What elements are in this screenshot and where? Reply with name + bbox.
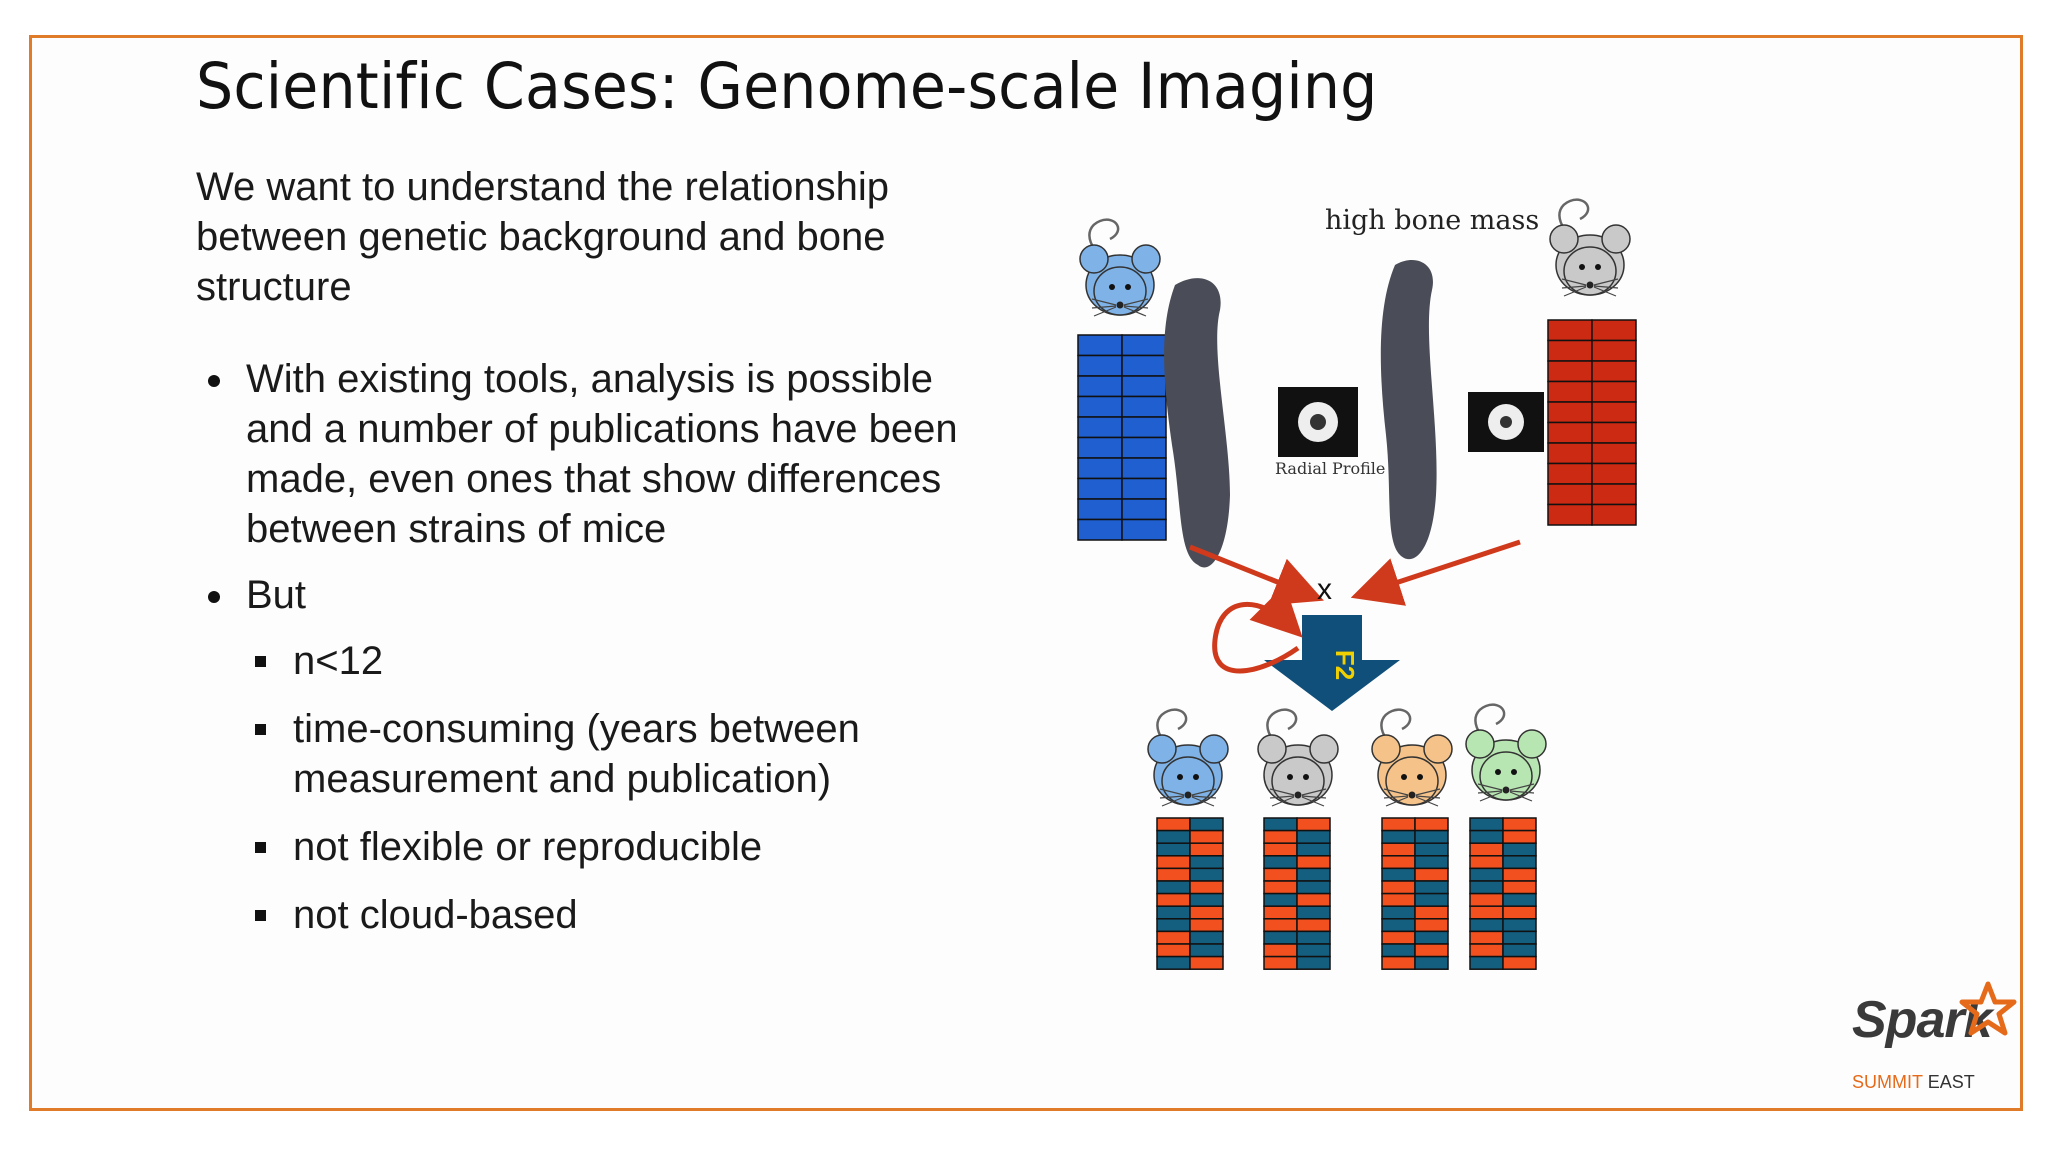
loop-arrow (1212, 584, 1303, 674)
intro-text: We want to understand the relationship b… (196, 165, 890, 309)
blue-genome-block (1077, 334, 1167, 541)
logo-subtitle: SUMMIT EAST (1852, 1072, 1975, 1093)
sub-bullet-item: not flexible or reproducible (246, 822, 996, 872)
bullet-list: With existing tools, analysis is possibl… (196, 354, 996, 958)
femur-left-image (1164, 278, 1230, 568)
f2-label: F2 (1330, 650, 1360, 680)
f2-genome-block (1381, 817, 1449, 970)
red-genome-block (1547, 319, 1637, 526)
f2-mouse-green-icon (1464, 703, 1548, 803)
f2-genome-block (1156, 817, 1224, 970)
femur-right-image (1380, 259, 1437, 560)
radial-profile-label: Radial Profile (1275, 459, 1385, 478)
logo-summit: SUMMIT (1852, 1072, 1923, 1092)
f2-genome-block (1263, 817, 1331, 970)
f2-mouse-orange-icon (1370, 708, 1454, 808)
spark-summit-logo: Spark SUMMIT EAST (1840, 980, 2020, 1100)
genetics-figure-svg: high bone mass Radial Profile x F2 (1077, 198, 1637, 970)
blue-mouse-icon (1078, 218, 1162, 318)
bullet-item: With existing tools, analysis is possibl… (196, 354, 996, 554)
sub-bullet-item: not cloud-based (246, 890, 996, 940)
f2-mouse-gray-icon (1256, 708, 1340, 808)
f2-genome-block (1469, 817, 1537, 970)
slide-title: Scientific Cases: Genome-scale Imaging (196, 50, 1378, 123)
gray-mouse-icon (1548, 198, 1632, 298)
f2-mouse-blue-icon (1146, 708, 1230, 808)
sub-bullet-item: time-consuming (years between measuremen… (246, 704, 996, 804)
cross-arrow-left (1189, 544, 1324, 606)
f2-arrow-icon (1264, 615, 1400, 711)
cross-arrow-right (1350, 539, 1521, 606)
sub-bullet-item: n<12 (246, 636, 996, 686)
genetics-figure: high bone mass Radial Profile x F2 (1060, 175, 1660, 1105)
slide-frame (29, 35, 2023, 1111)
logo-east: EAST (1927, 1072, 1975, 1092)
cross-label: x (1317, 573, 1332, 606)
high-bone-mass-label: high bone mass (1325, 205, 1539, 236)
spark-star-icon (1959, 981, 2017, 1036)
bullet-item: But (196, 570, 996, 620)
